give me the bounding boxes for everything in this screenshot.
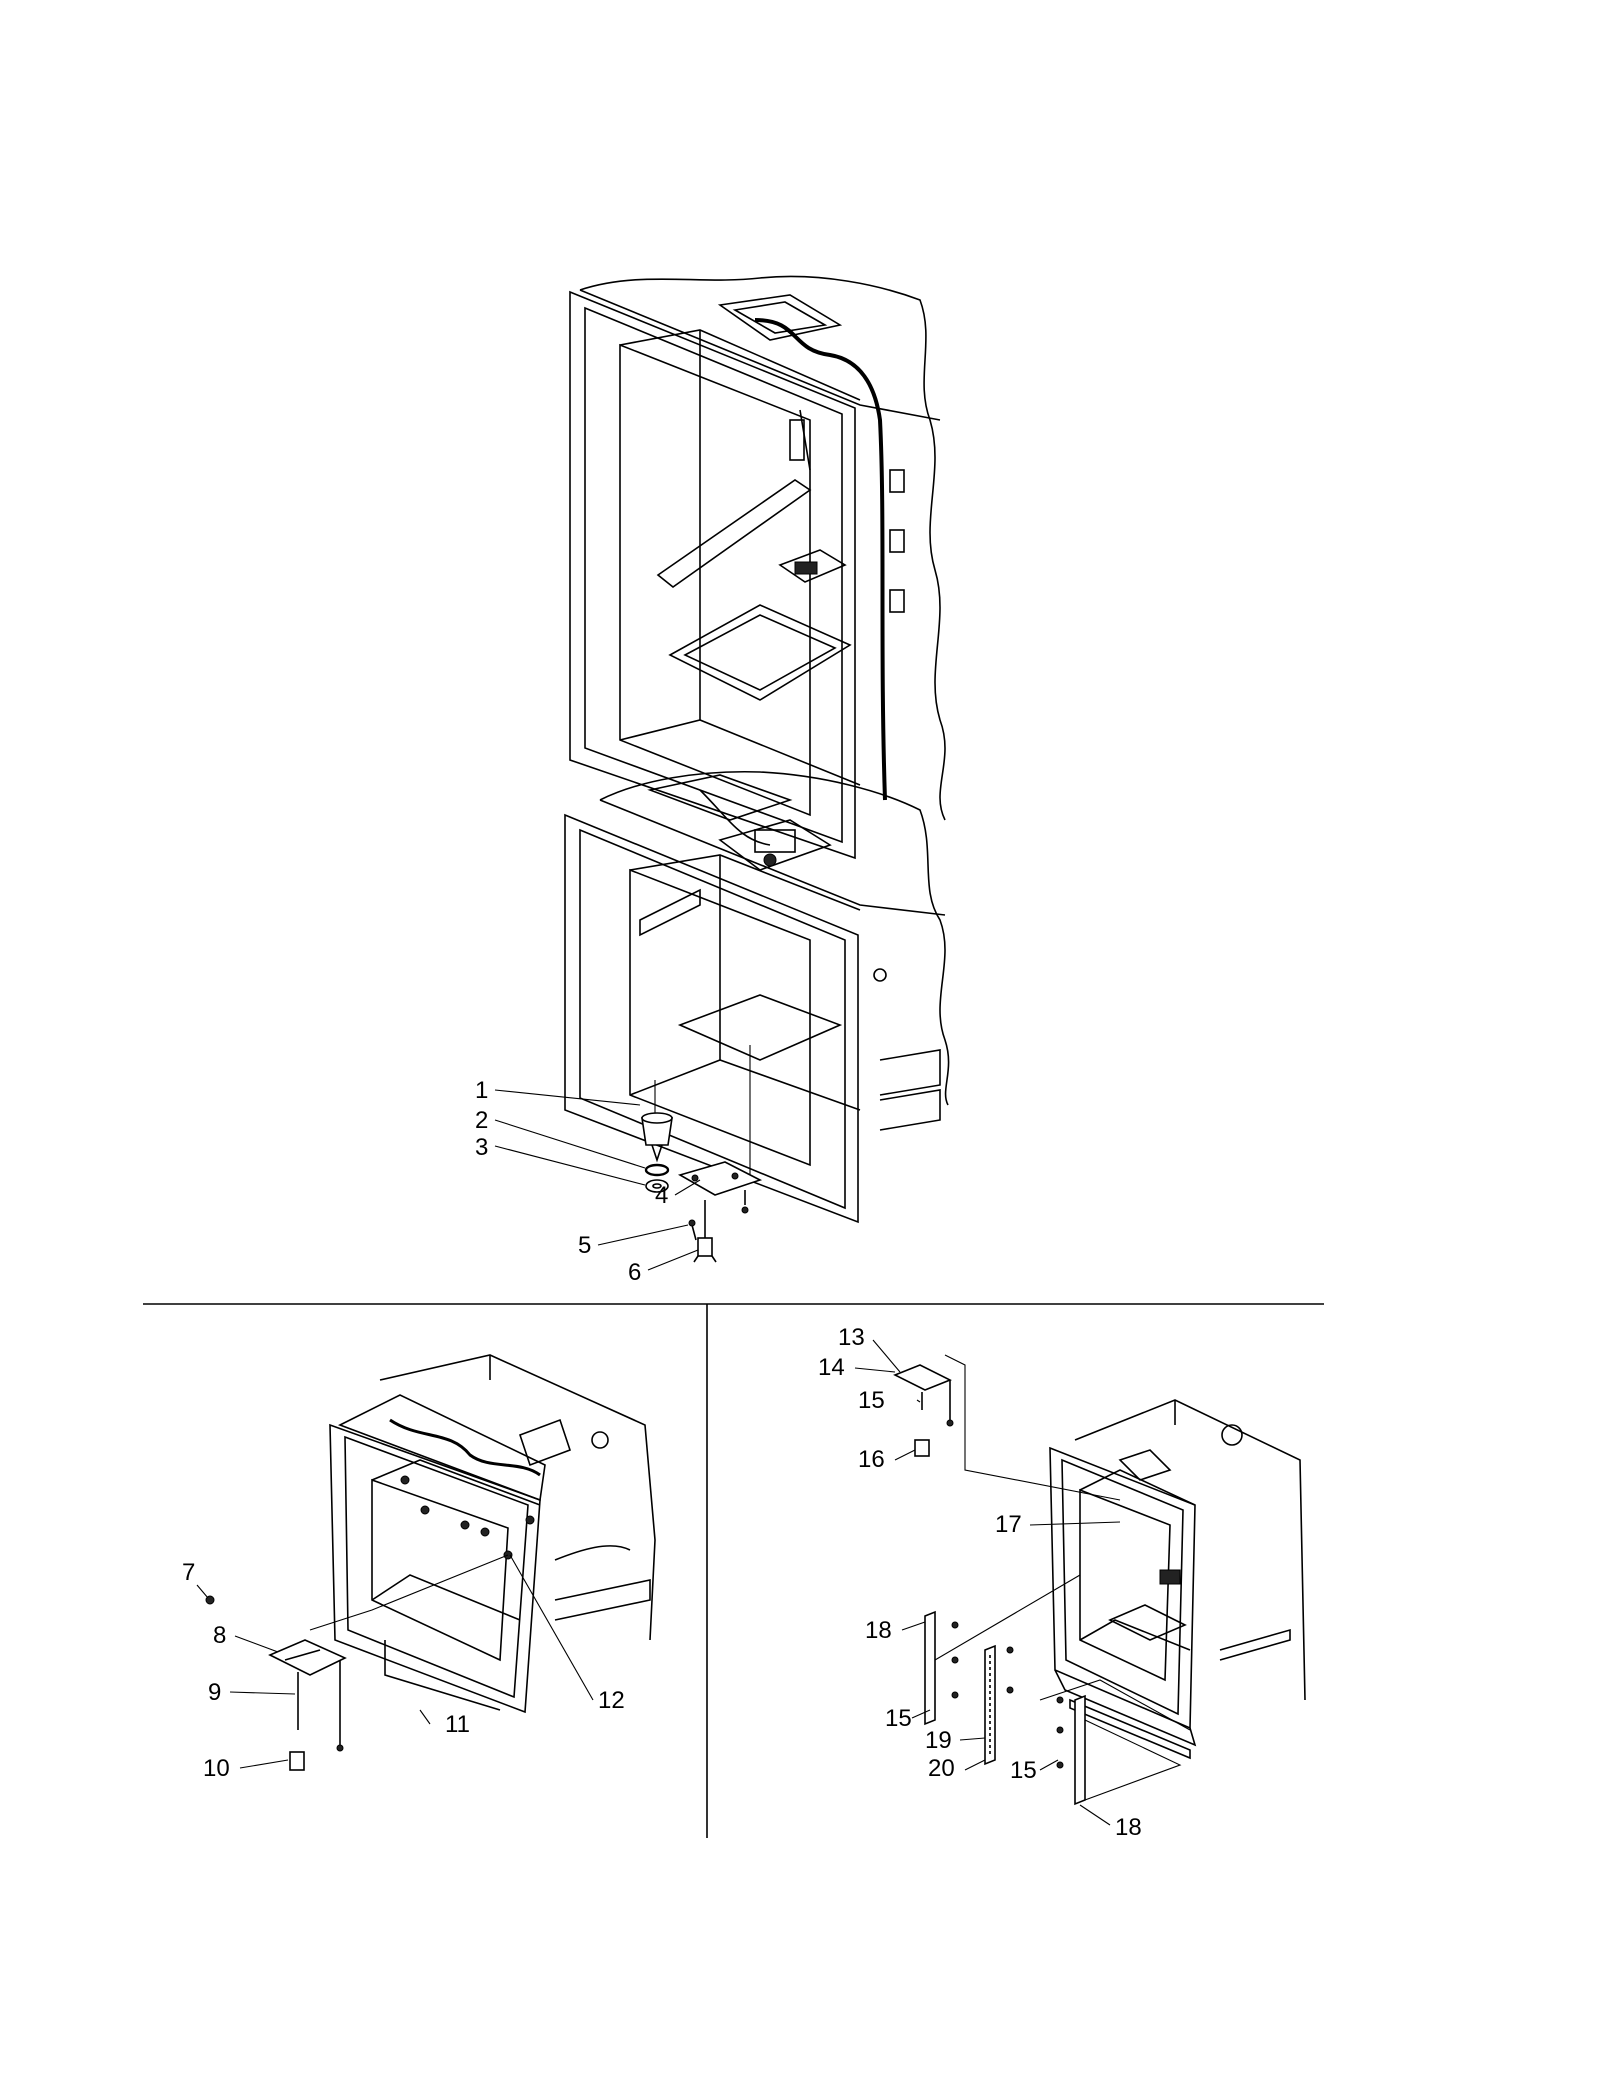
callout-11: 11: [445, 1711, 470, 1738]
drain-parts: [641, 1112, 763, 1263]
callout-13: 13: [838, 1324, 865, 1351]
callout-9: 9: [208, 1679, 221, 1706]
leader-lines: [196, 1089, 1121, 1826]
callout-17: 17: [995, 1511, 1022, 1538]
panel-dividers: [143, 1303, 1324, 1838]
callout-18a: 18: [865, 1617, 892, 1644]
callout-8: 8: [213, 1622, 226, 1649]
callout-7: 7: [182, 1559, 195, 1586]
callout-15a: 15: [858, 1387, 885, 1414]
callout-5: 5: [578, 1232, 591, 1259]
callout-20: 20: [928, 1755, 955, 1782]
callout-2: 2: [475, 1107, 488, 1134]
callout-10: 10: [203, 1755, 230, 1782]
callout-15c: 15: [1010, 1757, 1037, 1784]
left-inset-assembly: [205, 1354, 656, 1771]
callout-19: 19: [925, 1727, 952, 1754]
callout-16: 16: [858, 1446, 885, 1473]
callout-18b: 18: [1115, 1814, 1142, 1841]
callout-labels: 1 2 3 4 5 6 7 8 9 10 11 12 13 14 15 16 1…: [182, 1077, 1142, 1841]
callout-1: 1: [475, 1077, 488, 1104]
right-inset-assembly: [893, 1354, 1306, 1806]
callout-15b: 15: [885, 1705, 912, 1732]
callout-3: 3: [475, 1134, 488, 1161]
lower-compartment: [564, 770, 950, 1224]
callout-4: 4: [655, 1182, 668, 1209]
callout-6: 6: [628, 1259, 641, 1286]
callout-14: 14: [818, 1354, 845, 1381]
callout-12: 12: [598, 1687, 625, 1714]
upper-compartment: [569, 275, 946, 860]
